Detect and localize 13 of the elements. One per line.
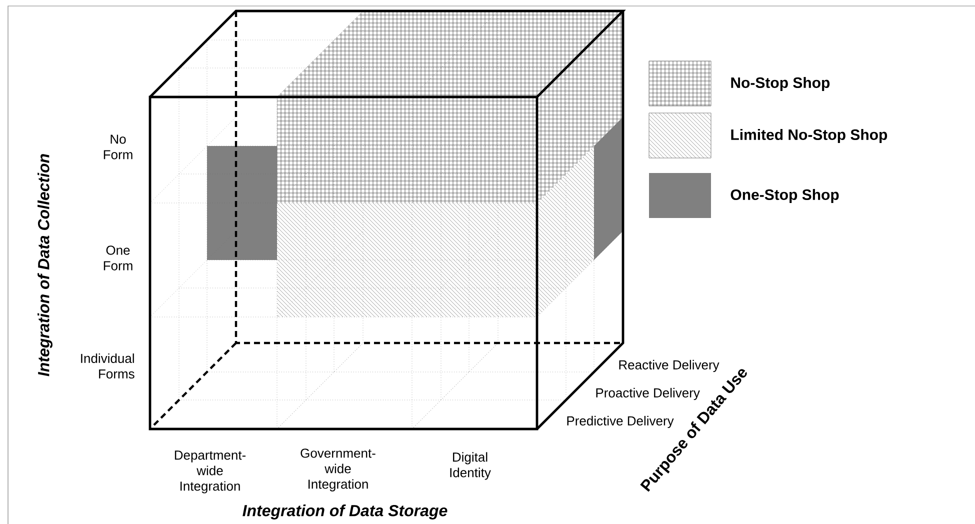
axis-title: Integration of Data Collection (38, 154, 52, 376)
tick-label: Government-wide Integration (300, 448, 376, 492)
legend-label: One-Stop Shop (730, 189, 839, 203)
tick-label: Individual Forms (81, 353, 134, 379)
tick-label: One Form (104, 246, 132, 270)
legend-label: No-Stop Shop (731, 77, 830, 91)
tick-label: Reactive Delivery (619, 360, 720, 372)
tick-label: No Form (104, 134, 132, 160)
tick-label: Department-wide Integration (174, 450, 246, 494)
legend-label: Limited No-Stop Shop (731, 129, 888, 143)
axis-title: Integration of Data Storage (242, 504, 448, 520)
tick-label: Digital Identity (450, 452, 491, 480)
tick-label: Predictive Delivery (567, 416, 674, 428)
